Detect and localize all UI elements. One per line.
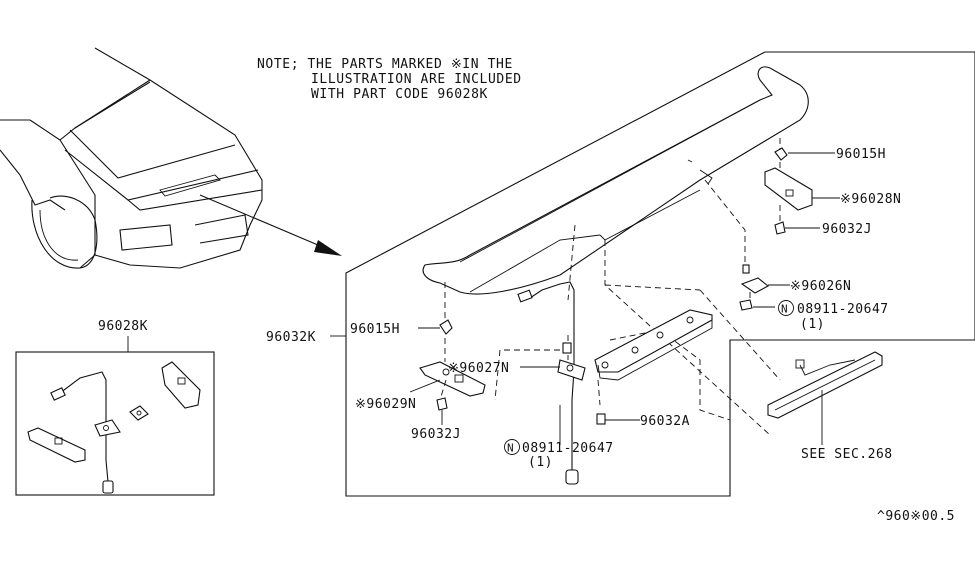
label-08911-right-qty: (1) [800,317,825,332]
label-96027N: ※96027N [448,361,509,376]
label-08911-right: 08911-20647 [797,302,889,317]
pointer-arrow [199,194,342,256]
label-96028K: 96028K [98,319,148,334]
assembly-frame [345,51,975,497]
label-96032K: 96032K [266,330,316,345]
wire-harness [517,224,586,485]
label-96026N: ※96026N [790,279,851,294]
n-symbol-center [504,439,520,455]
label-96032J-right: 96032J [822,222,872,237]
diagram-code: ^960※00.5 [877,509,955,524]
note-line-3: WITH PART CODE 96028K [311,87,488,102]
car-rear-sketch [0,47,263,269]
n-symbol-right-letter: N [781,303,788,316]
label-96029N: ※96029N [355,397,416,412]
label-96032A: 96032A [640,414,690,429]
mount-lines [494,179,781,436]
label-08911-center-qty: (1) [528,455,553,470]
label-96015H-right: 96015H [836,147,886,162]
stop-lamp [767,351,883,419]
label-see-sec: SEE SEC.268 [801,447,893,462]
label-96032J-left: 96032J [411,427,461,442]
note-line-2: ILLUSTRATION ARE INCLUDED [311,72,522,87]
label-96015H-left: 96015H [350,322,400,337]
rear-spoiler [422,66,809,295]
n-symbol-right [778,300,794,316]
note-block: NOTE; THE PARTS MARKED ※IN THE ILLUSTRAT… [257,57,522,102]
part-labels: 96015H ※96028N 96032J ※96026N N 08911-20… [266,147,901,470]
label-96028N: ※96028N [840,192,901,207]
clip-96032A [596,413,640,425]
kit-frame [15,351,215,496]
left-bracket [419,282,486,411]
n-symbol-center-letter: N [507,442,514,455]
label-08911-center: 08911-20647 [522,441,614,456]
base-rail [594,309,713,381]
note-line-1: NOTE; THE PARTS MARKED ※IN THE [257,57,513,72]
leader-lines [409,152,840,445]
kit-96028K: 96028K [15,319,215,496]
right-bracket-parts [739,138,813,311]
